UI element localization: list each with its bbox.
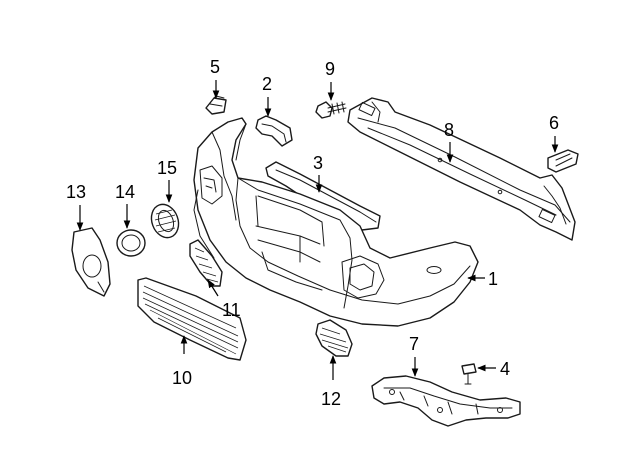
push-clip-part — [461, 363, 477, 385]
side-bracket-part — [255, 115, 293, 147]
callout-13: 13 — [66, 182, 86, 202]
callout-8: 8 — [444, 120, 454, 140]
callout-14: 14 — [115, 182, 135, 202]
bolt-part — [315, 101, 347, 119]
callout-7: 7 — [409, 334, 419, 354]
side-grille-insert-part — [189, 239, 223, 287]
callout-1: 1 — [488, 269, 498, 289]
callout-leaders — [76, 80, 559, 380]
lower-grille-part — [137, 277, 247, 361]
leader-11 — [207, 279, 219, 297]
small-grille-insert-part — [315, 319, 353, 357]
callout-9: 9 — [325, 59, 335, 79]
retainer-clip-part — [547, 149, 579, 173]
fog-lamp-ring-part — [116, 229, 146, 257]
callout-4: 4 — [500, 359, 510, 379]
callout-6: 6 — [549, 113, 559, 133]
callout-10: 10 — [172, 368, 192, 388]
reinforcement-beam-part — [347, 97, 576, 241]
callout-3: 3 — [313, 153, 323, 173]
fog-lamp-cover-part — [71, 227, 111, 297]
callout-labels: 1 2 3 4 5 6 7 8 9 10 11 12 13 14 15 — [66, 57, 559, 409]
callout-12: 12 — [321, 389, 341, 409]
callout-2: 2 — [262, 74, 272, 94]
callout-5: 5 — [210, 57, 220, 77]
callout-15: 15 — [157, 158, 177, 178]
clip-bracket-part — [205, 95, 227, 115]
fog-lamp-bezel-part — [150, 203, 180, 239]
bumper-cover-part — [193, 117, 479, 327]
callout-11: 11 — [222, 300, 241, 320]
lower-bracket-part — [371, 375, 521, 427]
